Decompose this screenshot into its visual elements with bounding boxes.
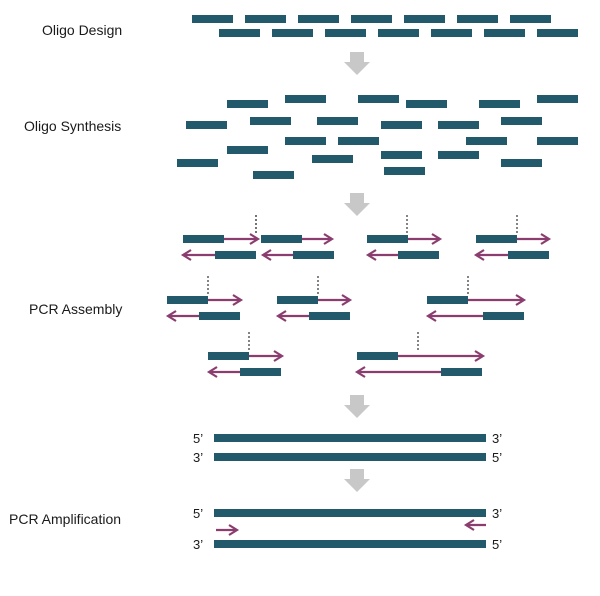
stage-label-oligo-design: Oligo Design — [42, 22, 122, 38]
stage-label-pcr-amplification: PCR Amplification — [9, 511, 121, 527]
amplification-top-right-end: 3’ — [492, 506, 502, 521]
design-oligo — [484, 29, 525, 37]
assembly-top-oligo — [277, 296, 318, 304]
design-oligo — [245, 15, 286, 23]
assembly-top-oligo — [367, 235, 408, 243]
synthesis-oligo — [438, 151, 479, 159]
assembly-bottom-oligo — [441, 368, 482, 376]
assembly-bottom-oligo — [398, 251, 439, 259]
design-oligo — [219, 29, 260, 37]
design-oligo — [404, 15, 445, 23]
design-oligo — [351, 15, 392, 23]
design-oligo — [457, 15, 498, 23]
amplification-bottom-right-end: 5’ — [492, 537, 502, 552]
design-oligo — [272, 29, 313, 37]
amplification-top-strand — [214, 509, 486, 517]
synthesis-oligo — [501, 117, 542, 125]
synthesis-oligo — [186, 121, 227, 129]
synthesis-oligo — [381, 151, 422, 159]
design-oligo — [431, 29, 472, 37]
assembled-top-right-end: 3’ — [492, 431, 502, 446]
flow-arrow-1 — [344, 52, 370, 75]
synthesis-oligo — [537, 137, 578, 145]
assembled-bottom-right-end: 5’ — [492, 450, 502, 465]
synthesis-oligo — [227, 146, 268, 154]
synthesis-oligo — [479, 100, 520, 108]
synthesis-oligo — [338, 137, 379, 145]
assembly-bottom-oligo — [293, 251, 334, 259]
stage-label-pcr-assembly: PCR Assembly — [29, 301, 122, 317]
flow-arrow-2 — [344, 193, 370, 216]
amplification-top-left-end: 5’ — [193, 506, 203, 521]
flow-arrow-3 — [344, 395, 370, 418]
synthesis-oligo — [384, 167, 425, 175]
design-oligo — [298, 15, 339, 23]
synthesis-oligo — [358, 95, 399, 103]
synthesis-oligo — [501, 159, 542, 167]
design-oligo — [510, 15, 551, 23]
assembly-top-oligo — [261, 235, 302, 243]
synthesis-oligo — [466, 137, 507, 145]
assembly-bottom-oligo — [483, 312, 524, 320]
synthesis-oligo — [227, 100, 268, 108]
oligo-design-group — [192, 15, 578, 37]
amplification-duplex: 5’ 3’ 3’ 5’ — [193, 506, 502, 552]
design-oligo — [325, 29, 366, 37]
assembly-bottom-oligo — [215, 251, 256, 259]
assembly-top-oligo — [183, 235, 224, 243]
synthesis-oligo — [177, 159, 218, 167]
synthesis-oligo — [253, 171, 294, 179]
synthesis-oligo — [537, 95, 578, 103]
synthesis-oligo — [438, 121, 479, 129]
assembly-top-oligo — [357, 352, 398, 360]
flow-arrow-4 — [344, 469, 370, 492]
design-oligo — [378, 29, 419, 37]
amplification-bottom-left-end: 3’ — [193, 537, 203, 552]
synthesis-oligo — [381, 121, 422, 129]
assembled-bottom-strand — [214, 453, 486, 461]
design-oligo — [537, 29, 578, 37]
assembled-top-strand — [214, 434, 486, 442]
amplification-bottom-strand — [214, 540, 486, 548]
assembly-top-oligo — [167, 296, 208, 304]
oligo-synthesis-group — [177, 95, 578, 179]
synthesis-oligo — [250, 117, 291, 125]
assembly-bottom-oligo — [240, 368, 281, 376]
assembled-bottom-left-end: 3’ — [193, 450, 203, 465]
synthesis-oligo — [285, 137, 326, 145]
synthesis-oligo — [312, 155, 353, 163]
assembled-duplex: 5’ 3’ 3’ 5’ — [193, 431, 502, 465]
assembly-bottom-oligo — [199, 312, 240, 320]
design-oligo — [192, 15, 233, 23]
assembled-top-left-end: 5’ — [193, 431, 203, 446]
synthesis-oligo — [317, 117, 358, 125]
assembly-top-oligo — [427, 296, 468, 304]
assembly-bottom-oligo — [309, 312, 350, 320]
synthesis-oligo — [285, 95, 326, 103]
assembly-top-oligo — [208, 352, 249, 360]
stage-label-oligo-synthesis: Oligo Synthesis — [24, 118, 121, 134]
assembly-bottom-oligo — [508, 251, 549, 259]
synthesis-oligo — [406, 100, 447, 108]
assembly-top-oligo — [476, 235, 517, 243]
pcr-assembly-group — [165, 215, 552, 378]
